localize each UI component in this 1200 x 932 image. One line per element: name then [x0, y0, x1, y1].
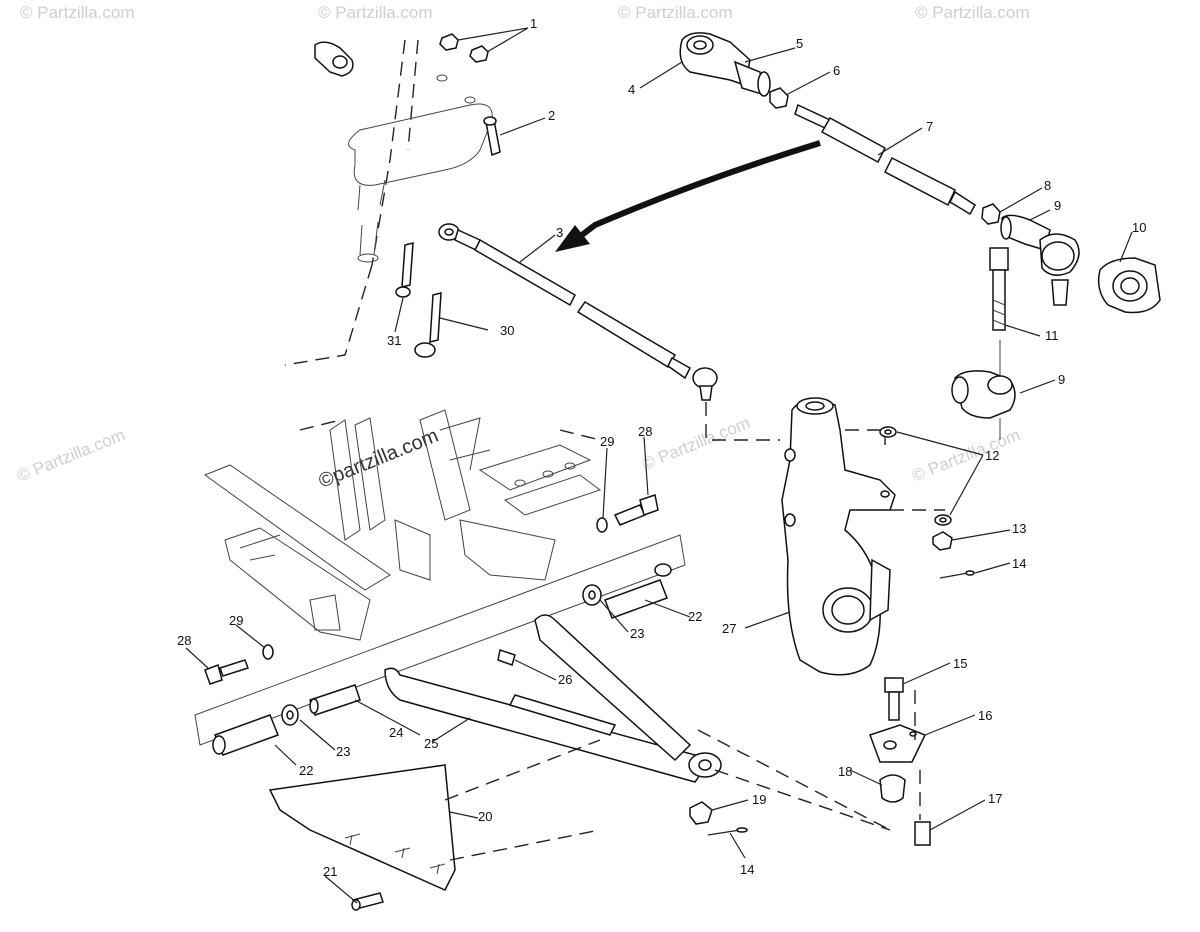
- callout-22: 22: [688, 609, 702, 624]
- watermark: © Partzilla.com: [14, 425, 127, 486]
- tie-rod-lower: [438, 223, 780, 441]
- callout-25: 25: [424, 736, 438, 751]
- leader-lines: [185, 27, 1133, 904]
- watermark: © Partzilla.com: [639, 413, 752, 474]
- callout-16: 16: [978, 708, 992, 723]
- skid-guard: [268, 739, 601, 911]
- callout-22-lower: 22: [299, 763, 313, 778]
- ball-joint: [869, 677, 931, 846]
- callout-13: 13: [1012, 521, 1026, 536]
- callout-5: 5: [796, 36, 803, 51]
- callout-19: 19: [752, 792, 766, 807]
- callout-9: 9: [1054, 198, 1061, 213]
- callout-28-lower: 28: [177, 633, 191, 648]
- watermark: © Partzilla.com: [915, 3, 1030, 22]
- watermark: © Partzilla.com: [618, 3, 733, 22]
- callout-11: 11: [1045, 328, 1059, 343]
- callout-30: 30: [500, 323, 514, 338]
- a-arm: [194, 242, 891, 836]
- callout-14-lower: 14: [740, 862, 754, 877]
- callout-7: 7: [926, 119, 933, 134]
- callout-28: 28: [638, 424, 652, 439]
- callout-23-lower: 23: [336, 744, 350, 759]
- watermark: © Partzilla.com: [318, 3, 433, 22]
- watermark: © Partzilla.com: [909, 425, 1022, 486]
- tie-rod-upper: [555, 32, 1161, 314]
- watermark: © Partzilla.com: [20, 3, 135, 22]
- watermark-center: ©partzilla.com: [316, 425, 442, 493]
- callout-10: 10: [1132, 220, 1146, 235]
- callout-3: 3: [556, 225, 563, 240]
- callout-18: 18: [838, 764, 852, 779]
- frame: [203, 409, 602, 641]
- callout-24: 24: [389, 725, 403, 740]
- callout-8: 8: [1044, 178, 1051, 193]
- callout-29: 29: [600, 434, 614, 449]
- bolt-and-rod-end: [951, 247, 1016, 440]
- watermark-group: © Partzilla.com © Partzilla.com © Partzi…: [14, 3, 1029, 493]
- callout-15: 15: [953, 656, 967, 671]
- callout-26: 26: [558, 672, 572, 687]
- callout-23: 23: [630, 626, 644, 641]
- callout-6: 6: [833, 63, 840, 78]
- spindle-knuckle: [781, 397, 975, 676]
- callout-14: 14: [1012, 556, 1026, 571]
- callout-31: 31: [387, 333, 401, 348]
- callout-12: 12: [985, 448, 999, 463]
- callout-2: 2: [548, 108, 555, 123]
- callout-4: 4: [628, 82, 635, 97]
- callout-27: 27: [722, 621, 736, 636]
- callout-20: 20: [478, 809, 492, 824]
- callout-17: 17: [988, 791, 1002, 806]
- steering-column: [284, 33, 501, 366]
- callout-21: 21: [323, 864, 337, 879]
- callout-29-lower: 29: [229, 613, 243, 628]
- callout-1: 1: [530, 16, 537, 31]
- callout-labels: 1 2 3 4 5 6 7 8 9 10 11 9 12 13 14 15 16…: [177, 16, 1146, 879]
- callout-9-lower: 9: [1058, 372, 1065, 387]
